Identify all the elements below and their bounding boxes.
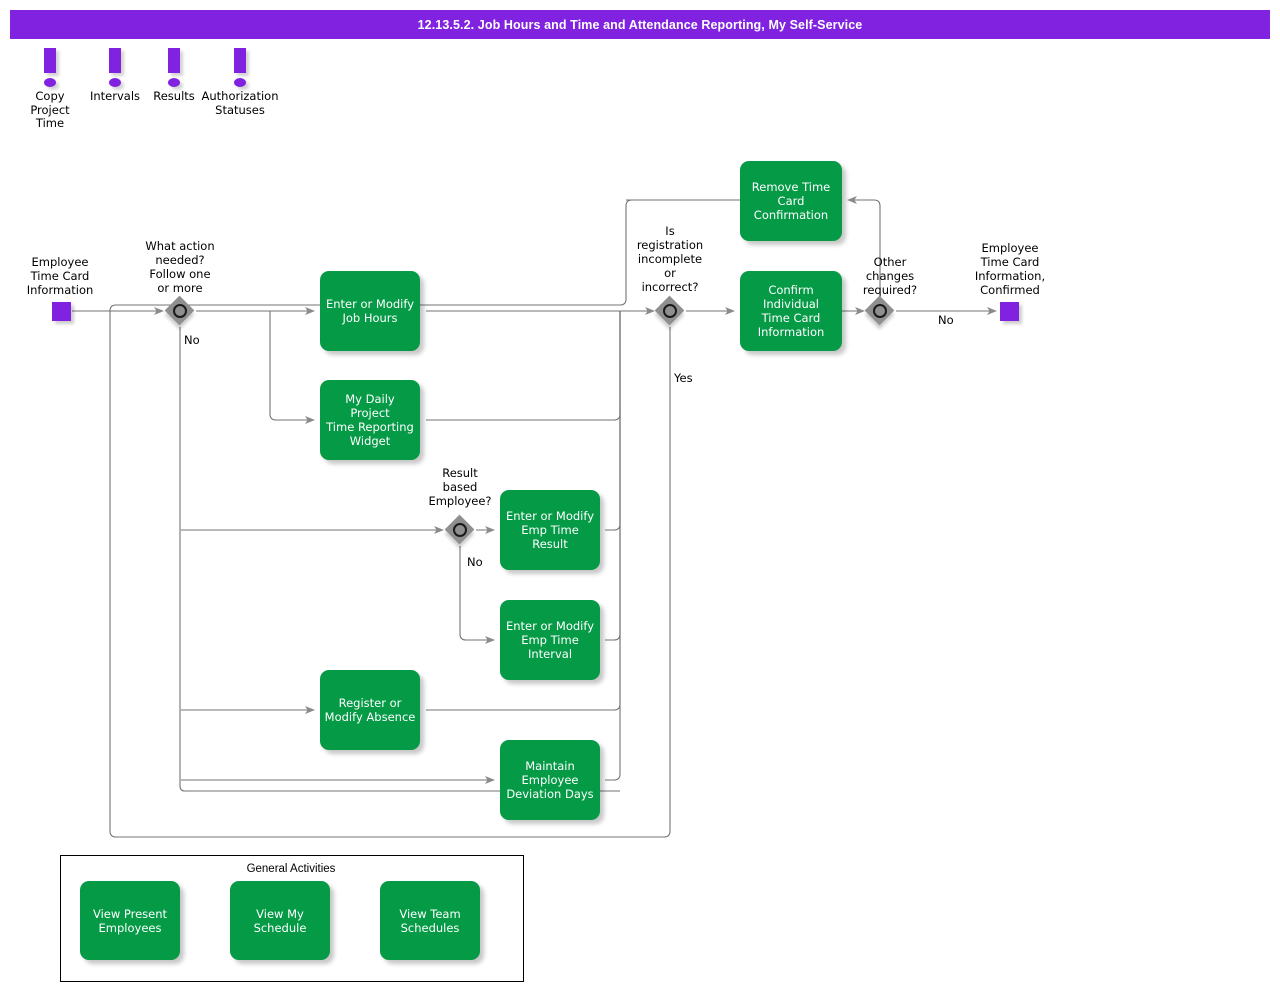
gateway-what-action-needed-label: What action needed? Follow one or more [145,239,215,295]
inclusive-gateway-circle-icon [173,304,187,318]
gateway-what-action-needed-branch-label: No [184,333,200,347]
gateway-what-action-needed[interactable] [164,295,195,326]
task-register-or-modify-absence[interactable]: Register or Modify Absence [320,670,420,750]
gateway-is-registration-incomplete-branch-label: Yes [674,371,693,385]
gateway-is-registration-incomplete-label: Is registration incomplete or incorrect? [636,224,704,294]
start-event[interactable] [52,302,71,321]
gateway-is-registration-incomplete[interactable] [654,295,685,326]
note-label: Copy Project Time [30,89,70,130]
task-enter-or-modify-emp-time-interval[interactable]: Enter or Modify Emp Time Interval [500,600,600,680]
exclamation-note-icon [195,48,285,90]
inclusive-gateway-circle-icon [453,523,467,537]
start-event-label: Employee Time Card Information [26,255,94,297]
gateway-result-based-employee-label: Result based Employee? [428,466,492,508]
end-event-label: Employee Time Card Information, Confirme… [974,241,1046,297]
exclamation-note-icon [145,48,203,90]
task-enter-or-modify-emp-time-result[interactable]: Enter or Modify Emp Time Result [500,490,600,570]
inclusive-gateway-circle-icon [873,304,887,318]
task-my-daily-project-time-reporting-widget[interactable]: My Daily Project Time Reporting Widget [320,380,420,460]
task-confirm-individual-time-card-information[interactable]: Confirm Individual Time Card Information [740,271,842,351]
edge-gw1-to-widget [269,311,315,424]
gateway-result-based-employee[interactable] [444,514,475,545]
exclamation-note-icon [20,48,80,90]
gateway-other-changes-required-branch-label: No [938,313,954,327]
note-label: Intervals [89,89,141,103]
gateway-other-changes-required-label: Other changes required? [862,255,918,297]
edge-time-interval-out [605,311,621,641]
task-view-my-schedule[interactable]: View My Schedule [230,881,330,960]
edge-time-result-out [605,311,621,531]
general-activities-pool-title: General Activities [246,863,336,875]
gateway-other-changes-required[interactable] [864,295,895,326]
edge-deviation-days-out [605,311,621,781]
inclusive-gateway-circle-icon [663,304,677,318]
note-label: Authorization Statuses [201,89,279,117]
edge-widget-out [426,311,621,421]
page-title: 12.13.5.2. Job Hours and Time and Attend… [417,17,863,32]
task-view-team-schedules[interactable]: View Team Schedules [380,881,480,960]
note-copy-project-time[interactable]: Copy Project Time [20,48,80,131]
note-results[interactable]: Results [145,48,203,104]
note-authorization-statuses[interactable]: Authorization Statuses [195,48,285,117]
window-title-bar: 12.13.5.2. Job Hours and Time and Attend… [10,10,1270,39]
task-remove-time-card-confirmation[interactable]: Remove Time Card Confirmation [740,161,842,241]
task-enter-or-modify-job-hours[interactable]: Enter or Modify Job Hours [320,271,420,351]
task-maintain-employee-deviation-days[interactable]: Maintain Employee Deviation Days [500,740,600,820]
exclamation-note-icon [80,48,150,90]
general-activities-pool [60,855,524,982]
end-event[interactable] [1000,302,1019,321]
note-intervals[interactable]: Intervals [80,48,150,104]
task-view-present-employees[interactable]: View Present Employees [80,881,180,960]
note-label: Results [153,89,195,103]
